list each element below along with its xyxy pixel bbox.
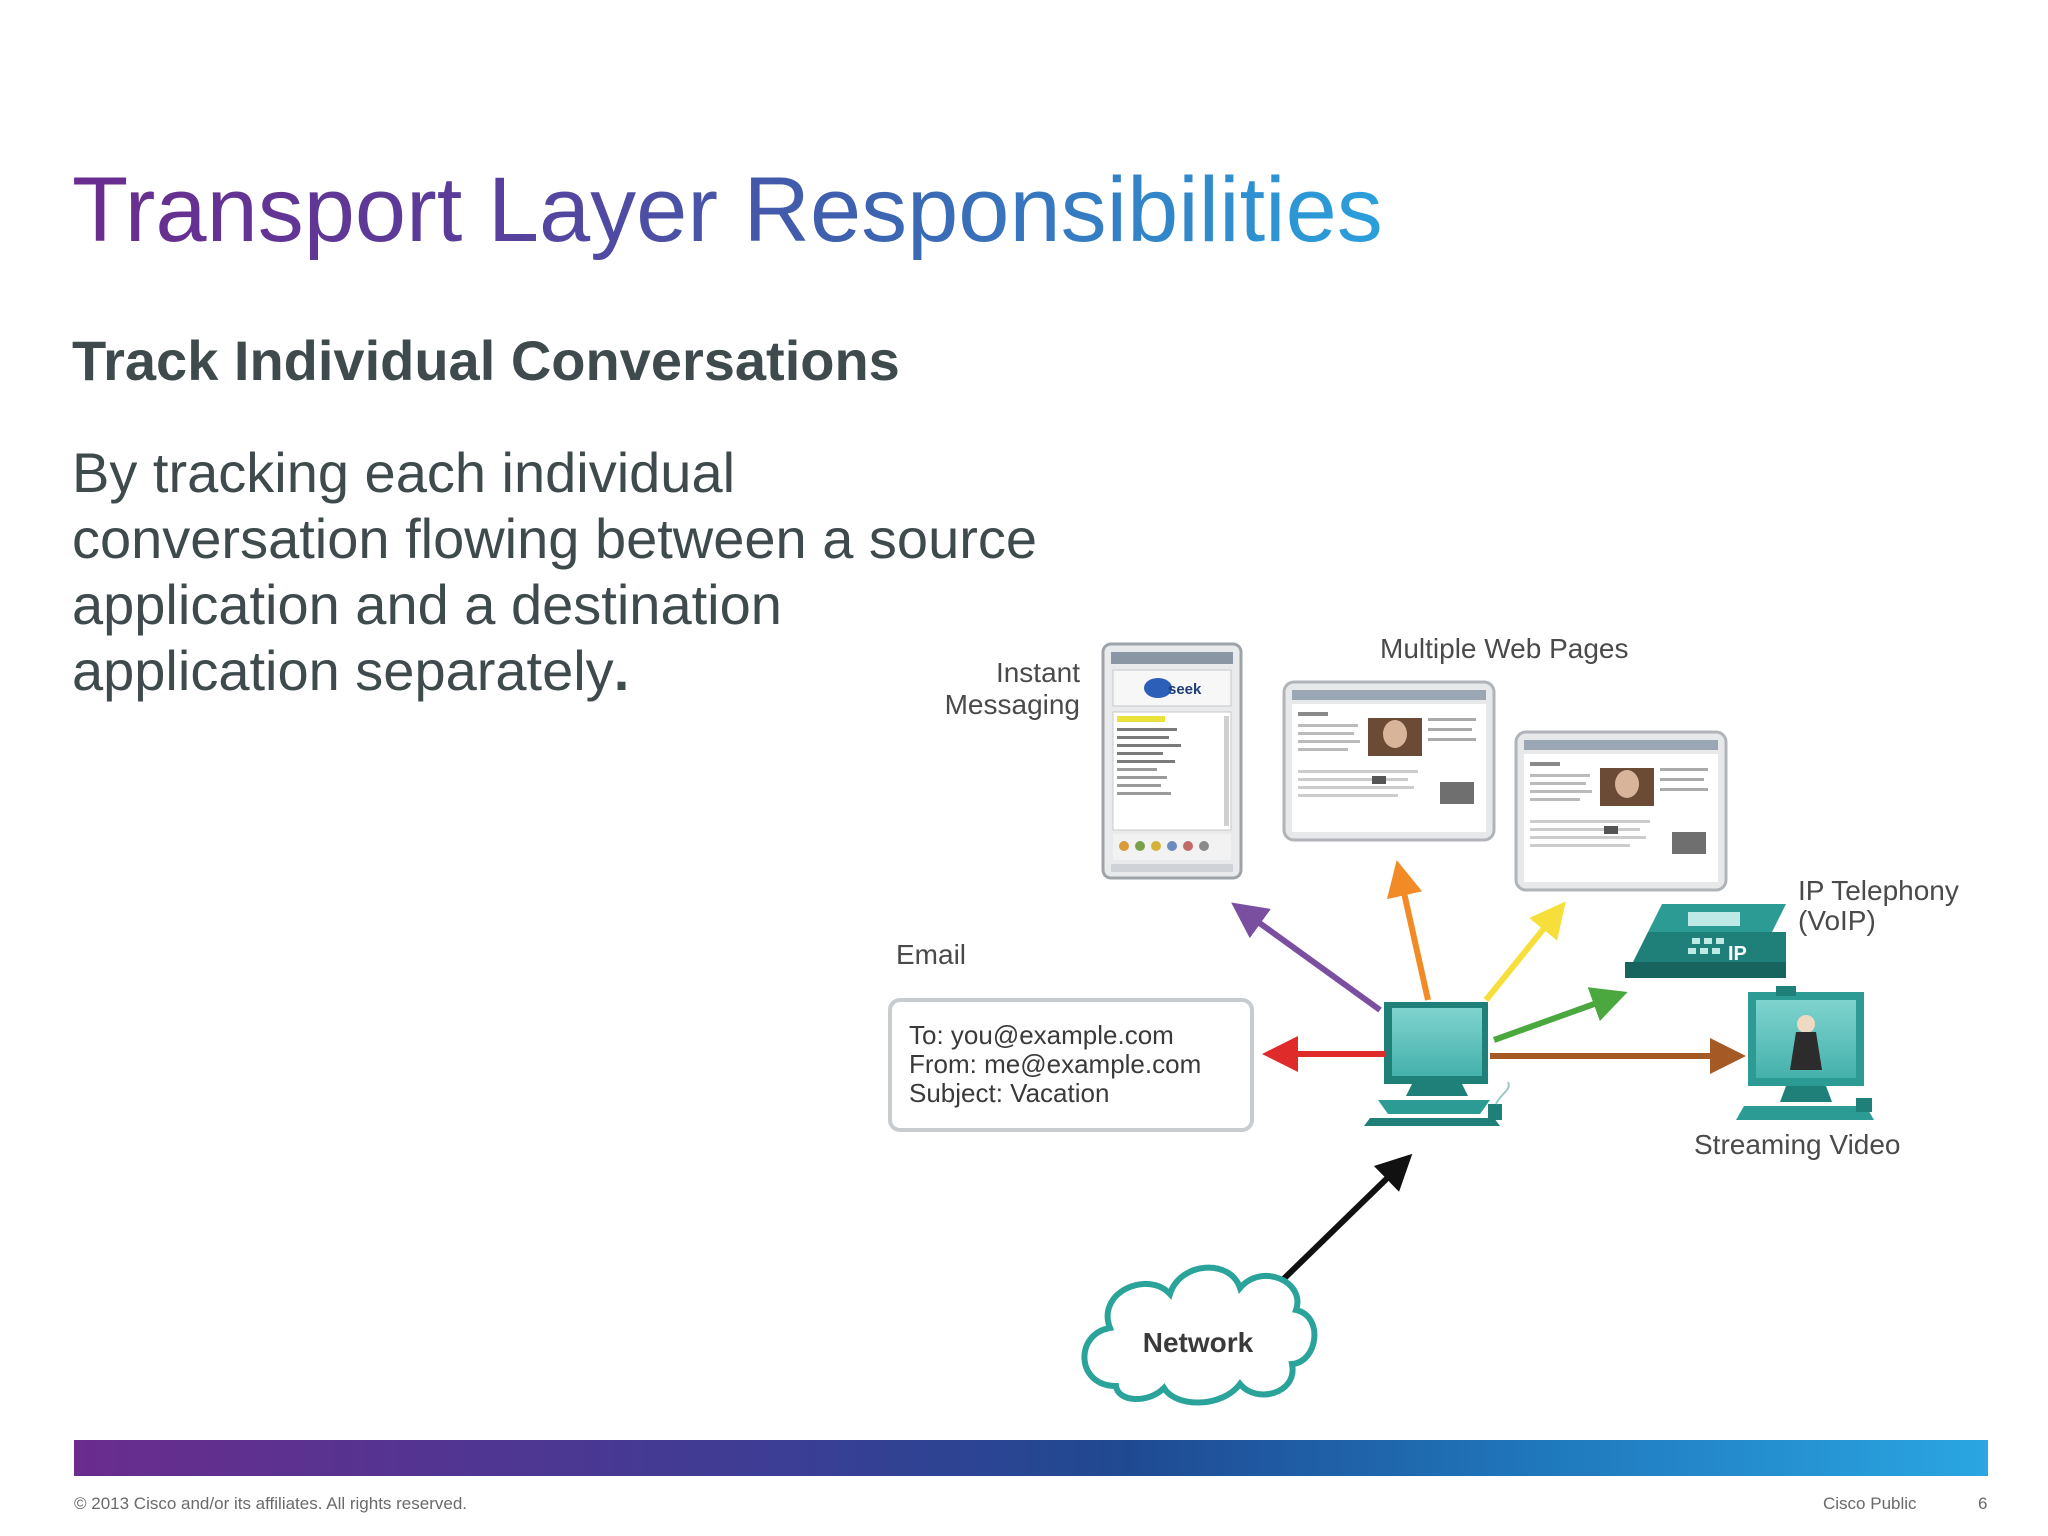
email-to-line: To: you@example.com bbox=[909, 1020, 1174, 1050]
email-label: Email bbox=[896, 939, 966, 970]
ip-telephony-label-line1: IP Telephony bbox=[1798, 875, 1959, 906]
im-brand-text: seek bbox=[1168, 681, 1202, 698]
footer-classification: Cisco Public bbox=[1823, 1494, 1917, 1513]
body-sentence: By tracking each individual conversation… bbox=[72, 441, 1038, 702]
arrow-to-ip-telephony bbox=[1492, 987, 1628, 1043]
streaming-video-monitor-icon bbox=[1736, 986, 1874, 1120]
arrow-to-web-page-1 bbox=[1386, 860, 1431, 1001]
instant-messaging-label-line2: Messaging bbox=[945, 689, 1080, 720]
email-message-box: To: you@example.com From: me@example.com… bbox=[888, 998, 1254, 1132]
email-from-line: From: me@example.com bbox=[909, 1049, 1201, 1079]
arrow-to-web-page-2 bbox=[1483, 901, 1566, 1002]
slide-body-text: By tracking each individual conversation… bbox=[72, 440, 1052, 704]
body-period: . bbox=[613, 639, 630, 702]
instant-messaging-window: seek bbox=[1101, 642, 1243, 880]
web-page-window-1 bbox=[1282, 680, 1496, 842]
instant-messaging-label-line1: Instant bbox=[996, 657, 1080, 688]
email-subject-line: Subject: Vacation bbox=[909, 1078, 1109, 1108]
network-label: Network bbox=[1143, 1327, 1254, 1358]
ip-phone-icon: IP bbox=[1625, 904, 1786, 978]
web-page-window-2 bbox=[1514, 730, 1728, 892]
streaming-video-label: Streaming Video bbox=[1694, 1129, 1901, 1160]
ip-telephony-label-line2: (VoIP) bbox=[1798, 905, 1876, 936]
footer-copyright: © 2013 Cisco and/or its affiliates. All … bbox=[74, 1494, 468, 1513]
ip-badge-text: IP bbox=[1728, 943, 1747, 965]
network-cloud-icon: Network bbox=[1081, 1264, 1318, 1406]
arrow-to-instant-messaging bbox=[1231, 902, 1382, 1013]
central-computer-icon bbox=[1364, 1002, 1510, 1126]
web-pages-label: Multiple Web Pages bbox=[1380, 633, 1629, 664]
slide-title: Transport Layer Responsibilities bbox=[72, 159, 1383, 261]
slide-subtitle: Track Individual Conversations bbox=[72, 329, 900, 392]
footer-page-number: 6 bbox=[1978, 1494, 1988, 1513]
arrow-from-network bbox=[1259, 1153, 1413, 1303]
footer-gradient-bar bbox=[74, 1440, 1988, 1476]
